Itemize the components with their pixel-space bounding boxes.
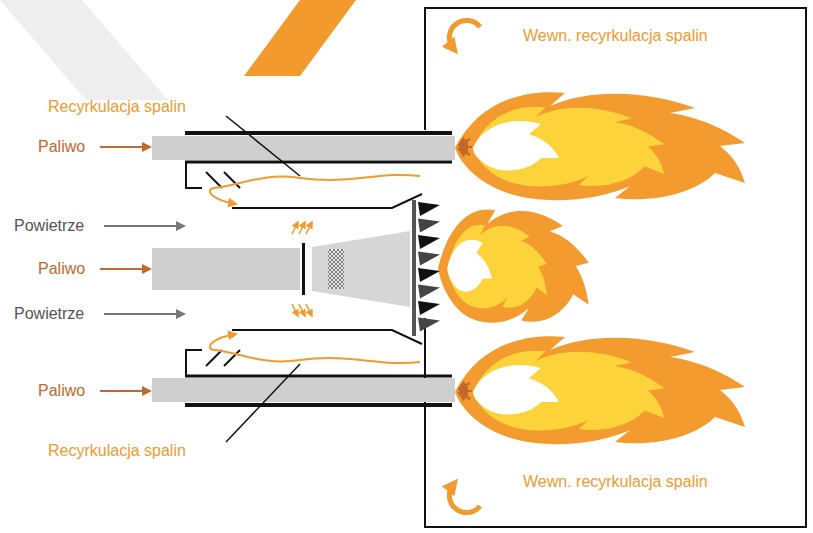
flow-mark — [306, 222, 312, 234]
swirler-vane — [418, 202, 440, 216]
internal-recirculation-label: Wewn. recyrkulacja spalin — [523, 472, 708, 491]
fuel-label: Paliwo — [38, 381, 85, 400]
flow-mark — [292, 222, 298, 234]
recirculation-label: Recyrkulacja spalin — [48, 441, 186, 460]
swirler-vane — [418, 235, 440, 249]
swirler-vane — [418, 252, 440, 266]
swirler-vane — [418, 285, 440, 299]
swirler-vane — [418, 318, 440, 332]
flow-mark — [299, 304, 305, 316]
flow-mark — [292, 304, 298, 316]
recirculation-label: Recyrkulacja spalin — [48, 97, 186, 116]
swirler-vane — [418, 301, 440, 315]
air-label: Powietrze — [14, 304, 84, 323]
flow-mark — [306, 304, 312, 316]
swirler-vane — [418, 268, 440, 282]
internal-recirculation-label: Wewn. recyrkulacja spalin — [523, 26, 708, 45]
swirler-vane — [418, 219, 440, 233]
flow-mark — [299, 222, 305, 234]
fuel-label: Paliwo — [38, 259, 85, 278]
air-label: Powietrze — [14, 216, 84, 235]
fuel-label: Paliwo — [38, 137, 85, 156]
